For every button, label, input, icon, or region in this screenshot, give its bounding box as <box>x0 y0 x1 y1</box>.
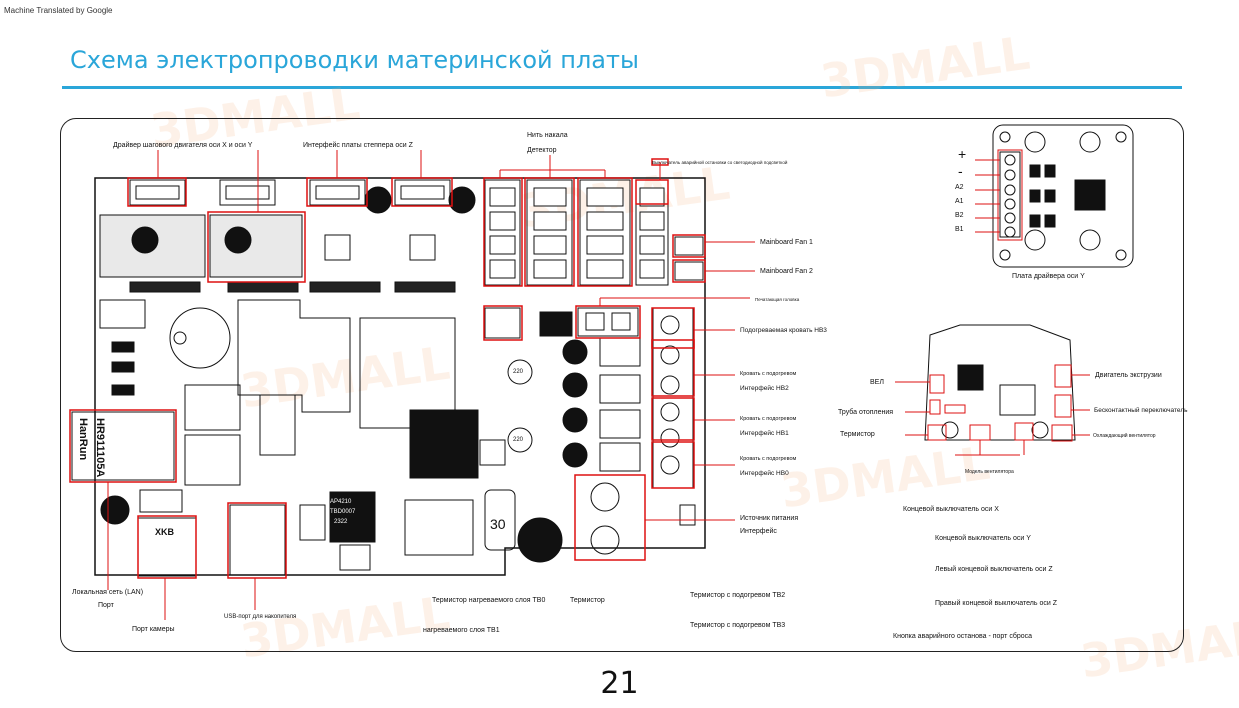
label-head-thermistor: Термистор <box>840 431 875 438</box>
label-pin-minus: - <box>958 163 963 179</box>
label-hb1-a: Кровать с подогревом <box>740 416 797 422</box>
label-filament-2: Детектор <box>527 147 557 154</box>
camera-mark: XKB <box>155 527 175 537</box>
title-underline <box>62 86 1182 89</box>
label-power-a: Источник питания <box>740 515 799 522</box>
inductor-mark: 220 <box>513 437 524 443</box>
label-filament-1: Нить накала <box>527 132 568 139</box>
label-tb0-b: Термистор <box>570 597 605 604</box>
label-lan-b: Порт <box>98 602 114 609</box>
label-usb: USB-порт для накопителя <box>224 614 297 620</box>
label-y-endstop: Концевой выключатель оси Y <box>935 535 1031 542</box>
lan-model: HR911105A <box>94 418 106 478</box>
label-tb2: Термистор с подогревом TB2 <box>690 592 786 599</box>
label-estop-led: Выключатель аварийной остановки со свето… <box>652 160 788 165</box>
label-pin-a2: A2 <box>955 184 964 191</box>
label-head-fan-model: Модель вентилятора <box>965 469 1014 475</box>
label-x-endstop: Концевой выключатель оси X <box>903 506 999 513</box>
label-fan1: Mainboard Fan 1 <box>760 239 813 246</box>
label-pin-b2: B2 <box>955 212 964 219</box>
label-y-driver-board: Плата драйвера оси Y <box>1012 273 1085 280</box>
label-head-heater: Труба отопления <box>838 409 894 416</box>
diagram-frame <box>60 118 1184 652</box>
label-zl-endstop: Левый концевой выключатель оси Z <box>935 566 1053 573</box>
mcu-marking: AP4210 <box>330 499 352 505</box>
mcu-number: 2322 <box>334 519 348 525</box>
label-hb1-b: Интерфейс HB1 <box>740 430 789 437</box>
label-tb0-a: Термистор нагреваемого слоя TB0 <box>432 597 546 604</box>
label-hb3: Подогреваемая кровать HB3 <box>740 327 827 334</box>
label-tb1: нагреваемого слоя TB1 <box>423 627 500 634</box>
label-tb3: Термистор с подогревом TB3 <box>690 622 786 629</box>
label-lan-a: Локальная сеть (LAN) <box>72 589 144 596</box>
sd-number: 30 <box>490 516 506 532</box>
label-pin-a1: A1 <box>955 198 964 205</box>
label-head-extruder: Двигатель экструзии <box>1095 372 1162 379</box>
label-hb2-b: Интерфейс HB2 <box>740 385 789 392</box>
label-pin-plus: + <box>958 146 967 162</box>
label-pin-b1: B1 <box>955 226 964 233</box>
label-power-b: Интерфейс <box>740 528 777 535</box>
label-head-probe: Бесконтактный переключатель <box>1094 407 1188 414</box>
label-xy-driver: Драйвер шагового двигателя оси X и оси Y <box>113 142 253 149</box>
mcu-code: TBD0007 <box>330 509 356 515</box>
inductor-mark: 220 <box>513 369 524 375</box>
label-printhead: Печатающая головка <box>755 297 800 302</box>
label-fan2: Mainboard Fan 2 <box>760 268 813 275</box>
page-title: Схема электропроводки материнской платы <box>70 46 639 74</box>
label-z-interface: Интерфейс платы степпера оси Z <box>303 142 413 149</box>
label-head-led: ВЕЛ <box>870 379 884 386</box>
label-camera: Порт камеры <box>132 626 175 633</box>
page-number: 21 <box>600 666 639 701</box>
label-hb0-b: Интерфейс HB0 <box>740 470 789 477</box>
machine-translated-note: Machine Translated by Google <box>4 6 113 15</box>
label-estop-reset: Кнопка аварийного останова - порт сброса <box>893 633 1033 640</box>
lan-brand: HanRun <box>77 418 89 461</box>
label-zr-endstop: Правый концевой выключатель оси Z <box>935 600 1057 607</box>
label-head-cooling: Охлаждающий вентилятор <box>1093 433 1156 439</box>
label-hb2-a: Кровать с подогревом <box>740 371 797 377</box>
label-hb0-a: Кровать с подогревом <box>740 456 797 462</box>
